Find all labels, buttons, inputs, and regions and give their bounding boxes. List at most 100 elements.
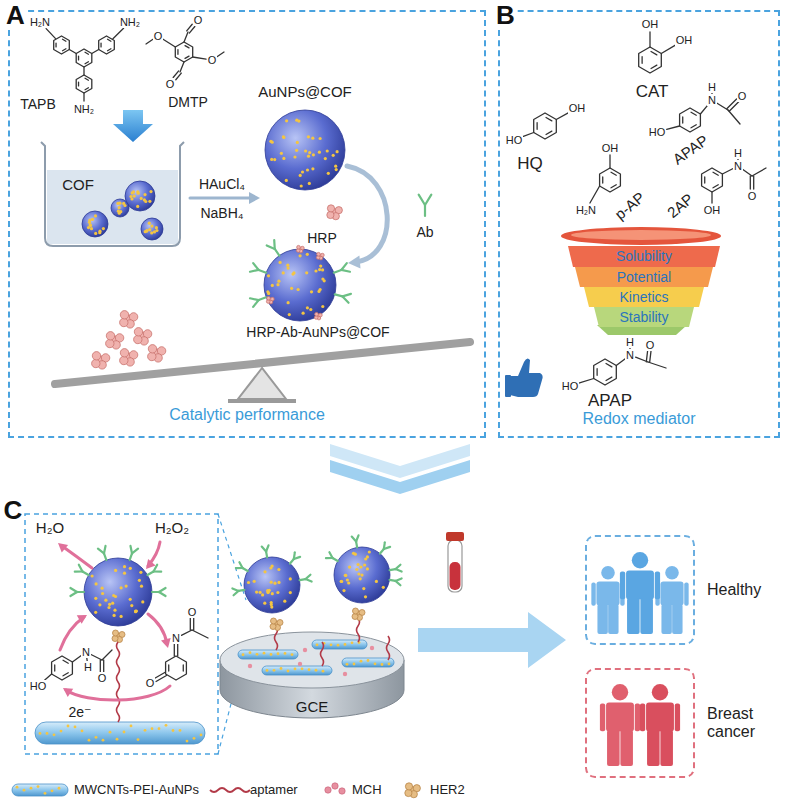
chevron-arrow xyxy=(330,460,470,494)
bond-line xyxy=(54,665,55,671)
gold-nanoparticle xyxy=(270,158,273,161)
gold-nanoparticle xyxy=(150,231,153,234)
gold-nanoparticle xyxy=(129,598,132,601)
gold-nanoparticle xyxy=(277,581,280,584)
bond-line xyxy=(667,126,680,129)
benzene-ring xyxy=(594,359,617,385)
bond-line xyxy=(602,177,603,183)
gold-nanoparticle xyxy=(141,600,144,603)
bond-line xyxy=(102,650,112,660)
atom-label: N xyxy=(625,349,635,361)
gold-nanoparticle xyxy=(88,739,91,742)
gold-nanoparticle xyxy=(364,595,367,598)
panel-letter: A xyxy=(4,2,27,28)
gold-nanoparticle xyxy=(256,653,259,656)
gold-nanoparticle xyxy=(308,151,311,154)
her2-protein xyxy=(270,624,276,630)
bond-line xyxy=(217,52,224,57)
gold-nanoparticle xyxy=(144,200,147,203)
bond-line xyxy=(590,186,600,203)
bond-line xyxy=(536,123,537,130)
cof-sphere xyxy=(111,199,129,217)
enzyme-label: HRP xyxy=(307,230,337,246)
gold-nanoparticle xyxy=(53,733,56,736)
bond-line xyxy=(425,195,431,205)
gold-nanoparticle xyxy=(311,137,314,140)
gold-nanoparticle xyxy=(186,740,189,743)
person-figure xyxy=(597,604,607,634)
gold-nanoparticle xyxy=(366,567,369,570)
person-figure xyxy=(655,571,660,599)
gold-nanoparticle xyxy=(346,663,349,666)
bond-line xyxy=(334,270,342,273)
gold-nanoparticle xyxy=(89,223,92,226)
beaker xyxy=(41,142,184,246)
mch-molecule xyxy=(248,664,252,668)
bond-line xyxy=(275,249,280,256)
electron-label: 2e⁻ xyxy=(69,704,92,720)
gold-nanoparticle xyxy=(307,135,310,138)
bond-line xyxy=(181,630,192,635)
mch-icon xyxy=(325,787,331,793)
gold-nanoparticle xyxy=(324,157,327,160)
gold-nanoparticle xyxy=(292,271,295,274)
bond-line xyxy=(343,294,351,297)
gold-nanoparticle xyxy=(295,149,298,152)
atom-label: N xyxy=(733,160,743,172)
benzene-ring xyxy=(534,113,557,139)
atom-label: N xyxy=(707,94,717,106)
compound-name: APAP xyxy=(669,132,711,168)
gold-nanoparticle xyxy=(16,786,19,789)
group-label: Healthy xyxy=(707,581,761,599)
gold-nanoparticle xyxy=(112,594,115,597)
beaker-liquid xyxy=(47,170,178,244)
bond-line xyxy=(185,46,189,48)
gold-nanoparticle xyxy=(151,727,154,730)
gold-nanoparticle xyxy=(113,614,116,617)
cof-sphere xyxy=(264,249,336,321)
atom-label: O xyxy=(145,677,156,689)
bond-line xyxy=(682,117,683,123)
hrp-enzyme xyxy=(297,245,301,249)
bond-line xyxy=(546,118,552,121)
bond-line xyxy=(651,65,657,68)
bond-line xyxy=(294,557,300,559)
bond-line xyxy=(335,294,343,296)
gold-nanoparticle xyxy=(150,225,153,228)
gold-nanoparticle xyxy=(299,254,302,257)
gold-nanoparticle xyxy=(23,789,26,792)
gold-nanoparticle xyxy=(359,565,362,568)
bond-line xyxy=(190,618,191,630)
gold-nanoparticle xyxy=(267,274,270,277)
gold-nanoparticle xyxy=(137,738,140,741)
gold-nanoparticle xyxy=(344,643,347,646)
gold-nanoparticle xyxy=(155,229,158,232)
bond-line xyxy=(187,24,193,31)
gold-nanoparticle xyxy=(367,659,370,662)
atom-label: OH xyxy=(568,102,587,114)
bond-line xyxy=(156,675,166,681)
funnel-band: Solubility xyxy=(568,246,720,267)
gold-nanoparticle xyxy=(316,643,319,646)
nanotube xyxy=(35,722,205,744)
gold-nanoparticle xyxy=(135,609,138,612)
gold-nanoparticle xyxy=(134,610,137,613)
zoom-line xyxy=(218,700,232,754)
person-figure xyxy=(665,566,679,580)
benzene-ring xyxy=(175,42,192,62)
gold-nanoparticle xyxy=(326,149,329,152)
molecule-label: H₂O xyxy=(36,519,64,536)
gold-nanoparticle xyxy=(332,154,335,157)
funnel-band: Kinetics xyxy=(584,287,704,307)
zoom-inset-frame xyxy=(25,514,218,754)
gold-nanoparticle xyxy=(340,580,343,583)
bond-line xyxy=(611,172,616,175)
legend-text: HER2 xyxy=(430,783,465,798)
gold-nanoparticle xyxy=(108,603,111,606)
benzene-ring xyxy=(702,168,723,192)
nanotube xyxy=(342,658,394,667)
gold-nanoparticle xyxy=(98,603,101,606)
gold-nanoparticle xyxy=(266,669,269,672)
gold-nanoparticle xyxy=(102,739,105,742)
gold-nanoparticle xyxy=(353,663,356,666)
